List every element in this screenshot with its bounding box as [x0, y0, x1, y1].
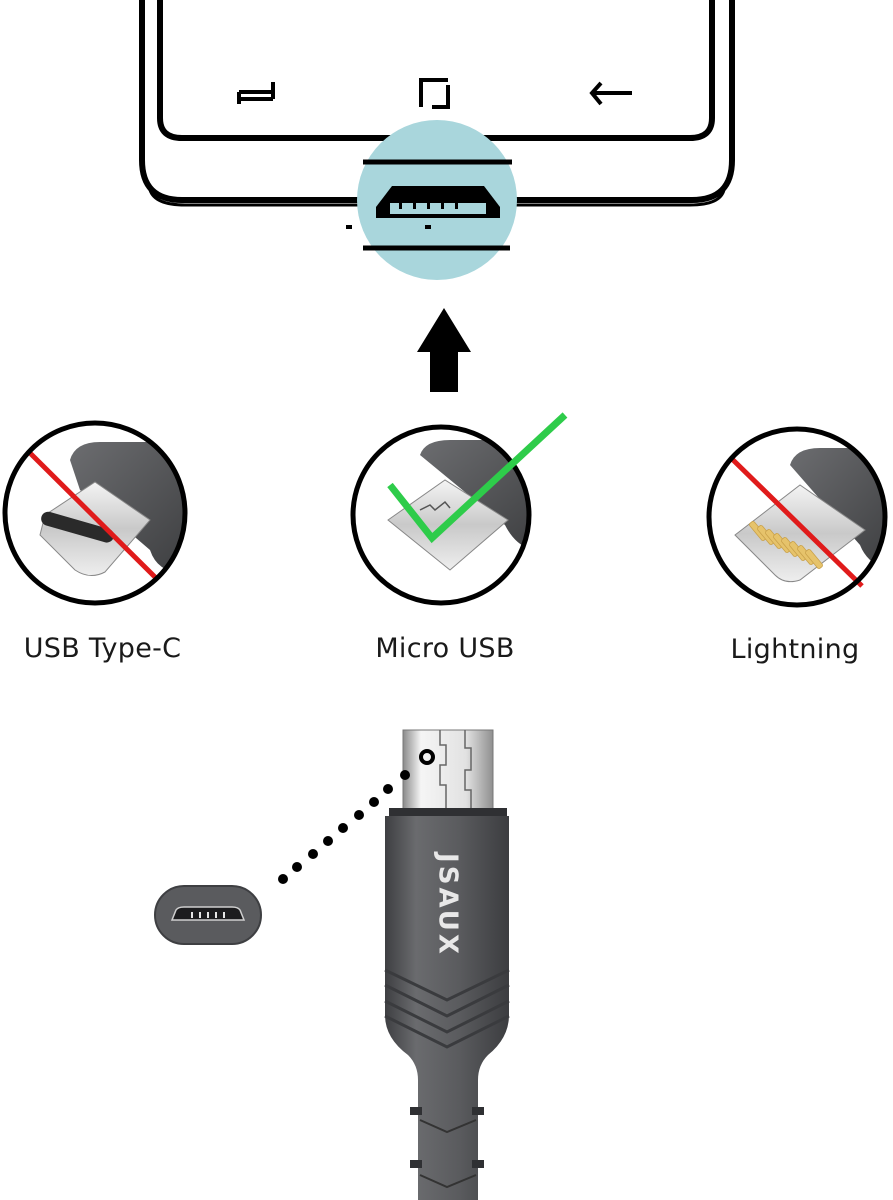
phone-outline: [139, 0, 735, 280]
connector-micro-usb: Micro USB: [350, 410, 580, 680]
dotted-leader-line: [278, 770, 410, 884]
connector-usb-type-c: USB Type-C: [0, 420, 200, 680]
connector-label: Micro USB: [375, 633, 515, 664]
micro-usb-port-inset-icon: [154, 885, 262, 945]
brand-logo: JSAUX: [433, 851, 463, 957]
incompatible-mark: [728, 455, 864, 588]
incompatible-mark: [28, 451, 160, 582]
phone-illustration: [0, 0, 893, 290]
connector-label: Lightning: [730, 634, 860, 665]
cable-svg: JSAUX: [154, 729, 510, 1200]
lightning-icon: [706, 426, 888, 608]
usb-type-c-icon: [2, 420, 188, 606]
phone-screen: [157, 0, 715, 141]
compatible-checkmark-icon: [387, 412, 568, 544]
home-icon[interactable]: [419, 78, 450, 109]
connector-lightning: Lightning: [700, 420, 893, 680]
back-icon[interactable]: [589, 81, 632, 106]
insert-direction-arrow: [414, 306, 474, 396]
connector-label: USB Type-C: [23, 633, 182, 664]
recent-apps-icon[interactable]: [237, 82, 275, 104]
cable-housing: [384, 808, 510, 1200]
micro-usb-port-icon: [346, 120, 517, 280]
arrow-up-icon: [417, 308, 471, 392]
micro-usb-plug: [402, 729, 494, 811]
micro-usb-icon: [350, 412, 568, 606]
cable-illustration: JSAUX: [0, 720, 893, 1200]
